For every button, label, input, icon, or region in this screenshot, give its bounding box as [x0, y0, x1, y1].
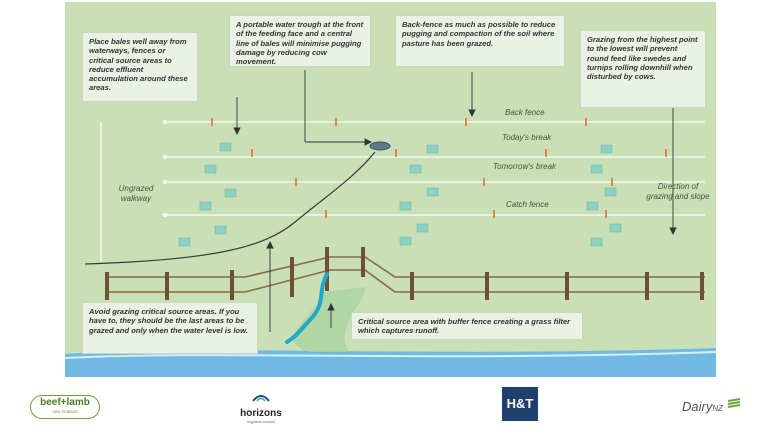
dairynz-wordmark: Dairy — [682, 399, 713, 414]
horizons-wordmark: horizons — [240, 408, 282, 419]
dairynz-logo: DairyNZ — [682, 398, 741, 416]
label-todays-break: Today's break — [502, 133, 552, 142]
critical-source-stream — [285, 272, 329, 344]
beef-lamb-logo: beef+lamb new zealand — [30, 395, 100, 419]
horizons-logo: horizons regional council — [234, 390, 288, 424]
horizons-subtitle: regional council — [247, 419, 275, 424]
boundary-fence-posts — [105, 247, 704, 300]
bales — [178, 142, 622, 247]
callout-water-trough: A portable water trough at the front of … — [229, 15, 371, 67]
boundary-fence — [105, 256, 705, 293]
callout-grazing-direction: Grazing from the highest point to the lo… — [580, 30, 706, 108]
fence-lines — [165, 121, 705, 216]
callout-bale-placement: Place bales well away from waterways, fe… — [82, 32, 198, 102]
water-hose — [84, 151, 376, 265]
label-catch-fence: Catch fence — [506, 200, 549, 209]
label-back-fence: Back fence — [505, 108, 545, 117]
fence-posts — [211, 118, 667, 218]
stream-highlight — [65, 351, 716, 359]
critical-source-channel — [292, 287, 365, 352]
ht-wordmark: H&T — [506, 396, 534, 411]
beef-lamb-wordmark: beef+lamb — [40, 397, 90, 408]
label-direction-of-grazing: Direction of grazing and slope — [646, 182, 710, 201]
pointer-lines — [233, 70, 677, 332]
horizons-wave-icon — [252, 395, 270, 402]
label-ungrazed-walkway: Ungrazed walkway — [118, 184, 154, 203]
dairynz-suffix: NZ — [712, 404, 724, 413]
fence-reels — [163, 120, 167, 217]
ht-logo: H&T — [502, 387, 538, 421]
callout-back-fence: Back-fence as much as possible to reduce… — [395, 15, 565, 67]
callout-avoid-critical-areas: Avoid grazing critical source areas. If … — [82, 302, 258, 354]
beef-lamb-subtitle: new zealand — [52, 409, 78, 414]
dairynz-swoosh-icon — [728, 398, 741, 408]
callout-critical-source-area: Critical source area with buffer fence c… — [351, 312, 583, 340]
water-trough — [369, 141, 391, 151]
label-tomorrows-break: Tomorrow's break — [493, 162, 557, 171]
